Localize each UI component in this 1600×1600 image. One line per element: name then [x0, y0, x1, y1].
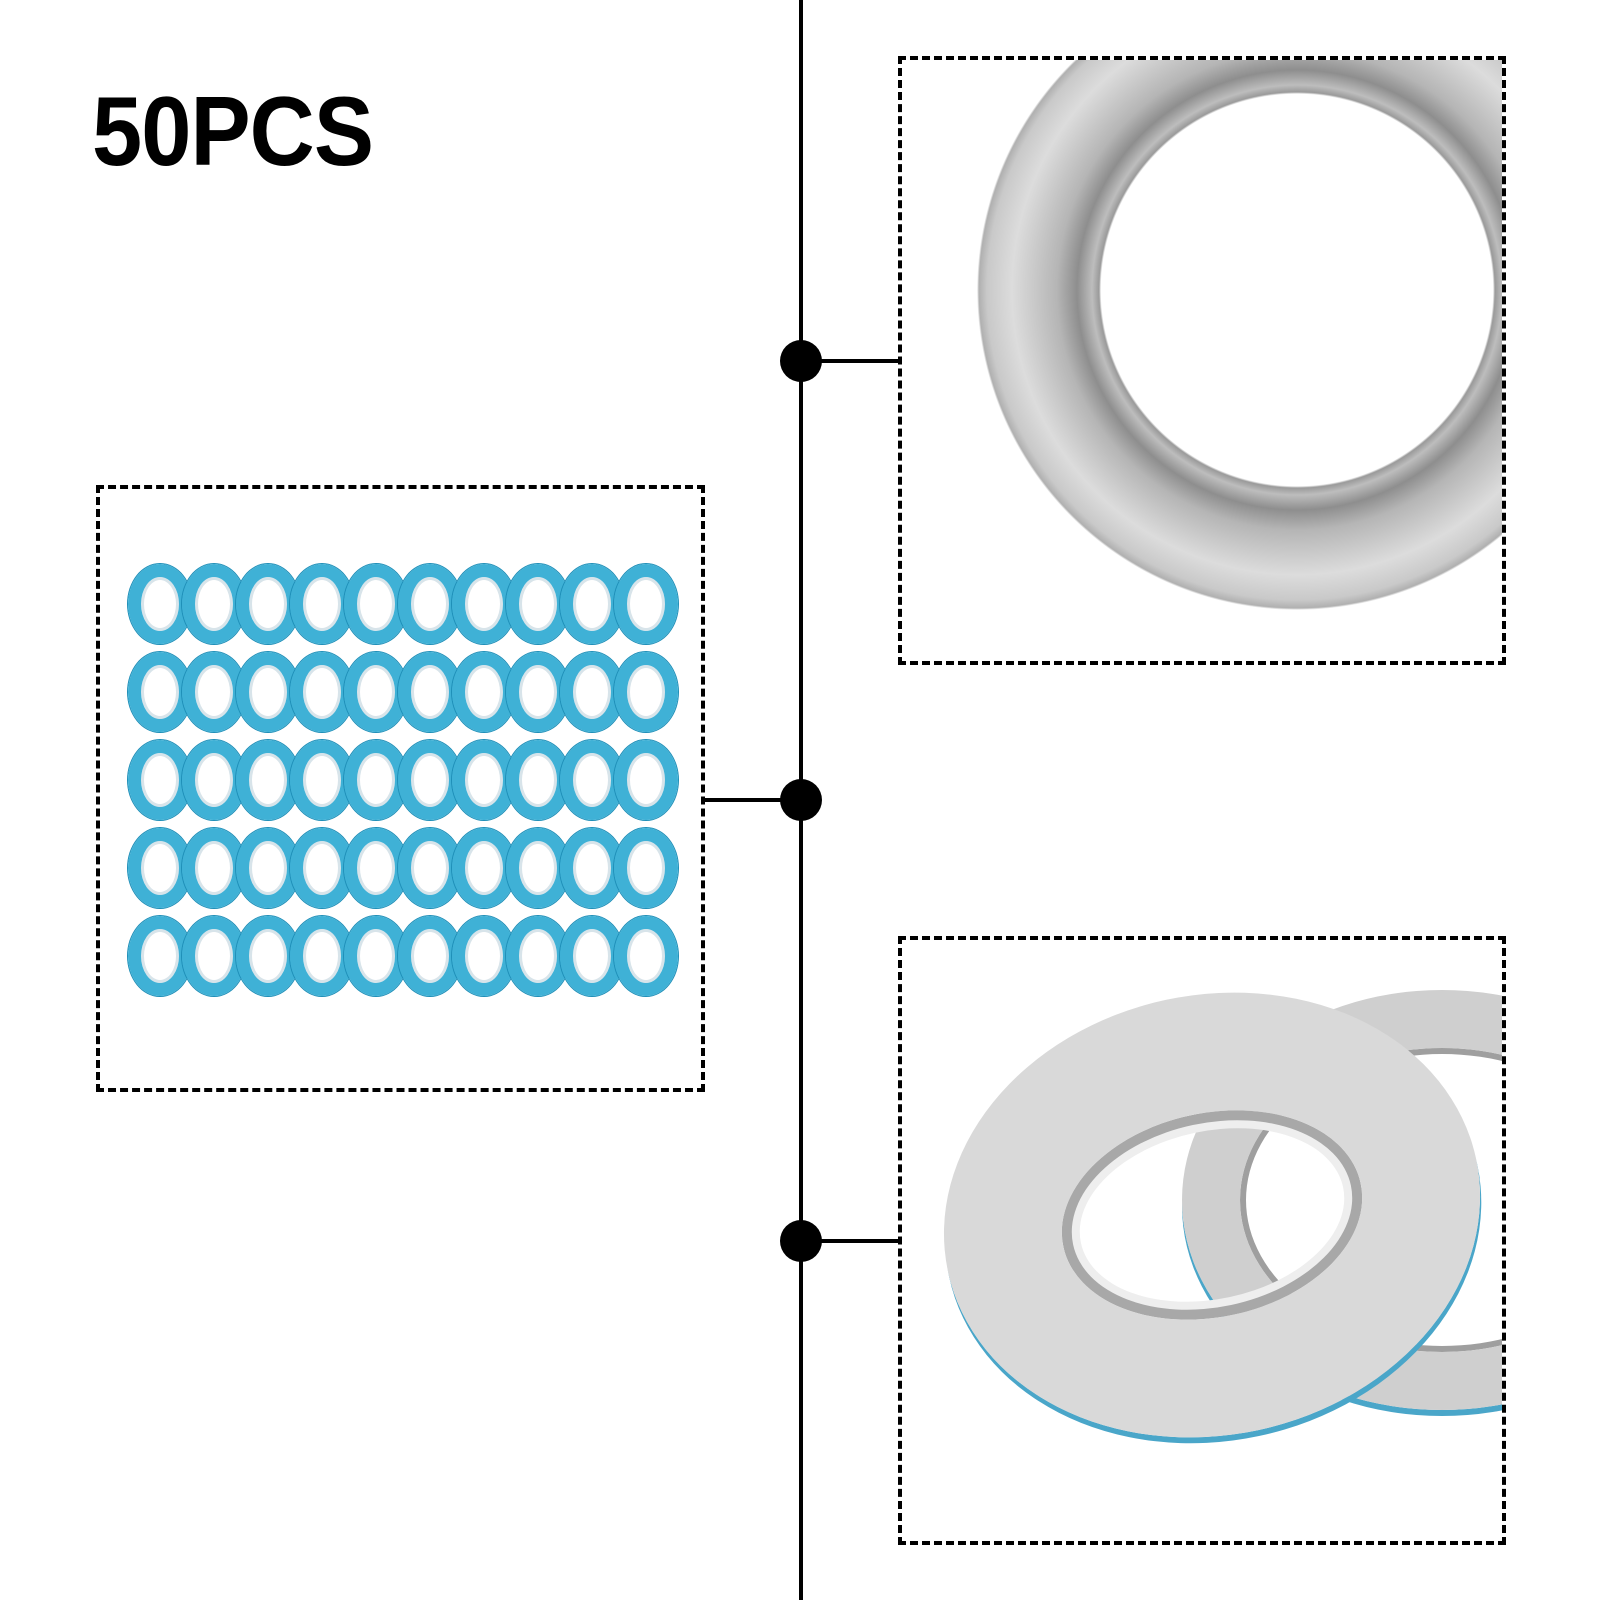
grommet-icon [614, 916, 678, 996]
grommet-row [128, 564, 678, 644]
grommet-icon [614, 564, 678, 644]
silver-grommet-closeup-icon [977, 60, 1502, 610]
grommet-row [128, 916, 678, 996]
grommet-icon [614, 652, 678, 732]
connector-line-top [800, 359, 900, 363]
grommet-icon [614, 740, 678, 820]
quantity-headline: 50PCS [92, 76, 374, 186]
grommet-row [128, 652, 678, 732]
grommet-row [128, 740, 678, 820]
grommet-row [128, 828, 678, 908]
quantity-panel [96, 485, 705, 1092]
connector-line-middle [704, 798, 800, 802]
grommet-icon [614, 828, 678, 908]
detail-panel-bottom [898, 936, 1506, 1545]
detail-panel-top [898, 56, 1506, 665]
grommet-grid [128, 564, 678, 1004]
connector-line-bottom [800, 1239, 900, 1243]
